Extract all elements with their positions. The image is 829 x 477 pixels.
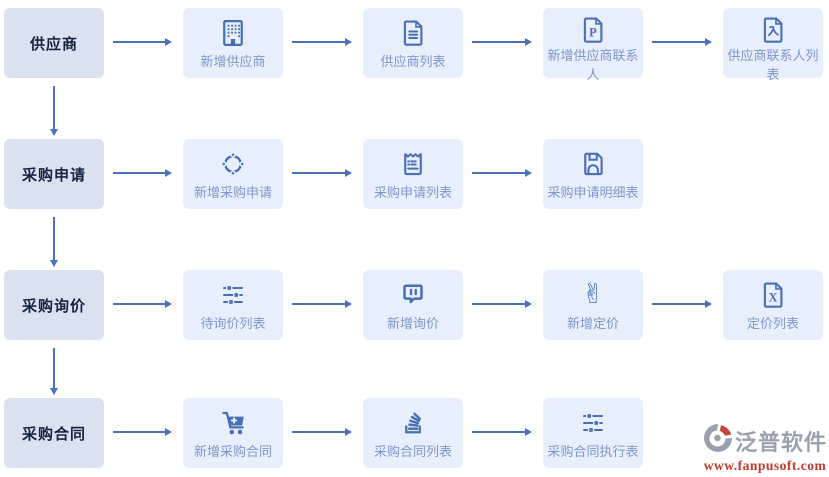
flow-arrow-right bbox=[472, 169, 532, 177]
node-label: 采购合同执行表 bbox=[547, 444, 639, 459]
flow-node: 采购申请列表 bbox=[363, 139, 463, 209]
flow-arrow-right bbox=[113, 428, 172, 436]
node-label: 新增询价 bbox=[386, 316, 439, 331]
node-label: 供应商联系人列表 bbox=[727, 48, 819, 82]
sliders-icon bbox=[578, 405, 608, 441]
flow-arrow-right bbox=[292, 38, 352, 46]
stack-icon bbox=[398, 405, 428, 441]
stage-label: 采购询价 bbox=[21, 297, 86, 315]
flow-arrow-right bbox=[472, 300, 532, 308]
node-label: 采购合同列表 bbox=[373, 444, 452, 459]
flow-arrow-down bbox=[50, 217, 58, 267]
stage-box: 采购询价 bbox=[4, 270, 104, 340]
flow-node: 采购合同列表 bbox=[363, 398, 463, 468]
excel-file-icon: X bbox=[758, 277, 788, 313]
stage-label: 采购申请 bbox=[21, 166, 86, 184]
flow-node: 供应商列表 bbox=[363, 8, 463, 78]
node-label: 新增采购合同 bbox=[193, 444, 272, 459]
node-label: 新增采购申请 bbox=[193, 185, 272, 200]
flow-arrow-right bbox=[472, 428, 532, 436]
stage-label: 采购合同 bbox=[21, 425, 86, 443]
node-label: 新增供应商联系人 bbox=[547, 48, 639, 82]
flow-node: 采购申请明细表 bbox=[543, 139, 643, 209]
node-label: 待询价列表 bbox=[200, 316, 266, 331]
flow-arrow-right bbox=[292, 169, 352, 177]
flow-arrow-down bbox=[50, 86, 58, 136]
flow-arrow-down bbox=[50, 348, 58, 395]
flow-arrow-right bbox=[113, 38, 172, 46]
node-label: 新增定价 bbox=[566, 316, 619, 331]
receipt-icon bbox=[398, 146, 428, 182]
stage-label: 供应商 bbox=[29, 35, 78, 53]
flow-arrow-right bbox=[292, 428, 352, 436]
victory-hand-icon: ✌ bbox=[581, 279, 605, 310]
flow-node: 待询价列表 bbox=[183, 270, 283, 340]
floppy-disk-icon bbox=[578, 146, 608, 182]
flow-node: 新增采购合同 bbox=[183, 398, 283, 468]
node-label: 新增供应商 bbox=[200, 54, 266, 69]
brand-url: www.fanpusoft.com bbox=[703, 458, 827, 473]
document-lines-icon bbox=[398, 15, 428, 51]
sliders-icon bbox=[218, 277, 248, 313]
stage-box: 采购合同 bbox=[4, 398, 104, 468]
flow-node: 新增供应商 bbox=[183, 8, 283, 78]
flow-node: 新增采购申请 bbox=[183, 139, 283, 209]
document-p-icon: P bbox=[578, 15, 608, 45]
building-icon bbox=[218, 15, 248, 51]
node-label: 定价列表 bbox=[746, 316, 799, 331]
flow-arrow-right bbox=[472, 38, 532, 46]
node-label: 采购申请列表 bbox=[373, 185, 452, 200]
flow-arrow-right bbox=[292, 300, 352, 308]
flow-node: X 定价列表 bbox=[723, 270, 823, 340]
flow-arrow-right bbox=[113, 300, 172, 308]
crosshair-icon bbox=[218, 146, 248, 182]
cart-plus-icon bbox=[218, 405, 248, 441]
flow-node: 采购合同执行表 bbox=[543, 398, 643, 468]
flow-arrow-right bbox=[113, 169, 172, 177]
fanpu-logo-icon bbox=[703, 423, 733, 458]
brand-watermark: 泛普软件 www.fanpusoft.com bbox=[703, 423, 827, 474]
node-label: 供应商列表 bbox=[380, 54, 446, 69]
svg-text:P: P bbox=[589, 25, 597, 39]
node-label: 采购申请明细表 bbox=[547, 185, 639, 200]
flow-node: P 新增供应商联系人 bbox=[543, 8, 643, 82]
flow-arrow-right bbox=[652, 300, 712, 308]
flow-node: 供应商联系人列表 bbox=[723, 8, 823, 82]
flow-arrow-right bbox=[652, 38, 712, 46]
stage-box: 采购申请 bbox=[4, 139, 104, 209]
chat-bubble-icon bbox=[398, 277, 428, 313]
svg-text:X: X bbox=[768, 290, 777, 304]
flow-node: ✌ 新增定价 bbox=[543, 270, 643, 340]
pdf-file-icon bbox=[758, 15, 788, 45]
flow-node: 新增询价 bbox=[363, 270, 463, 340]
stage-box: 供应商 bbox=[4, 8, 104, 78]
brand-name: 泛普软件 bbox=[734, 429, 827, 455]
